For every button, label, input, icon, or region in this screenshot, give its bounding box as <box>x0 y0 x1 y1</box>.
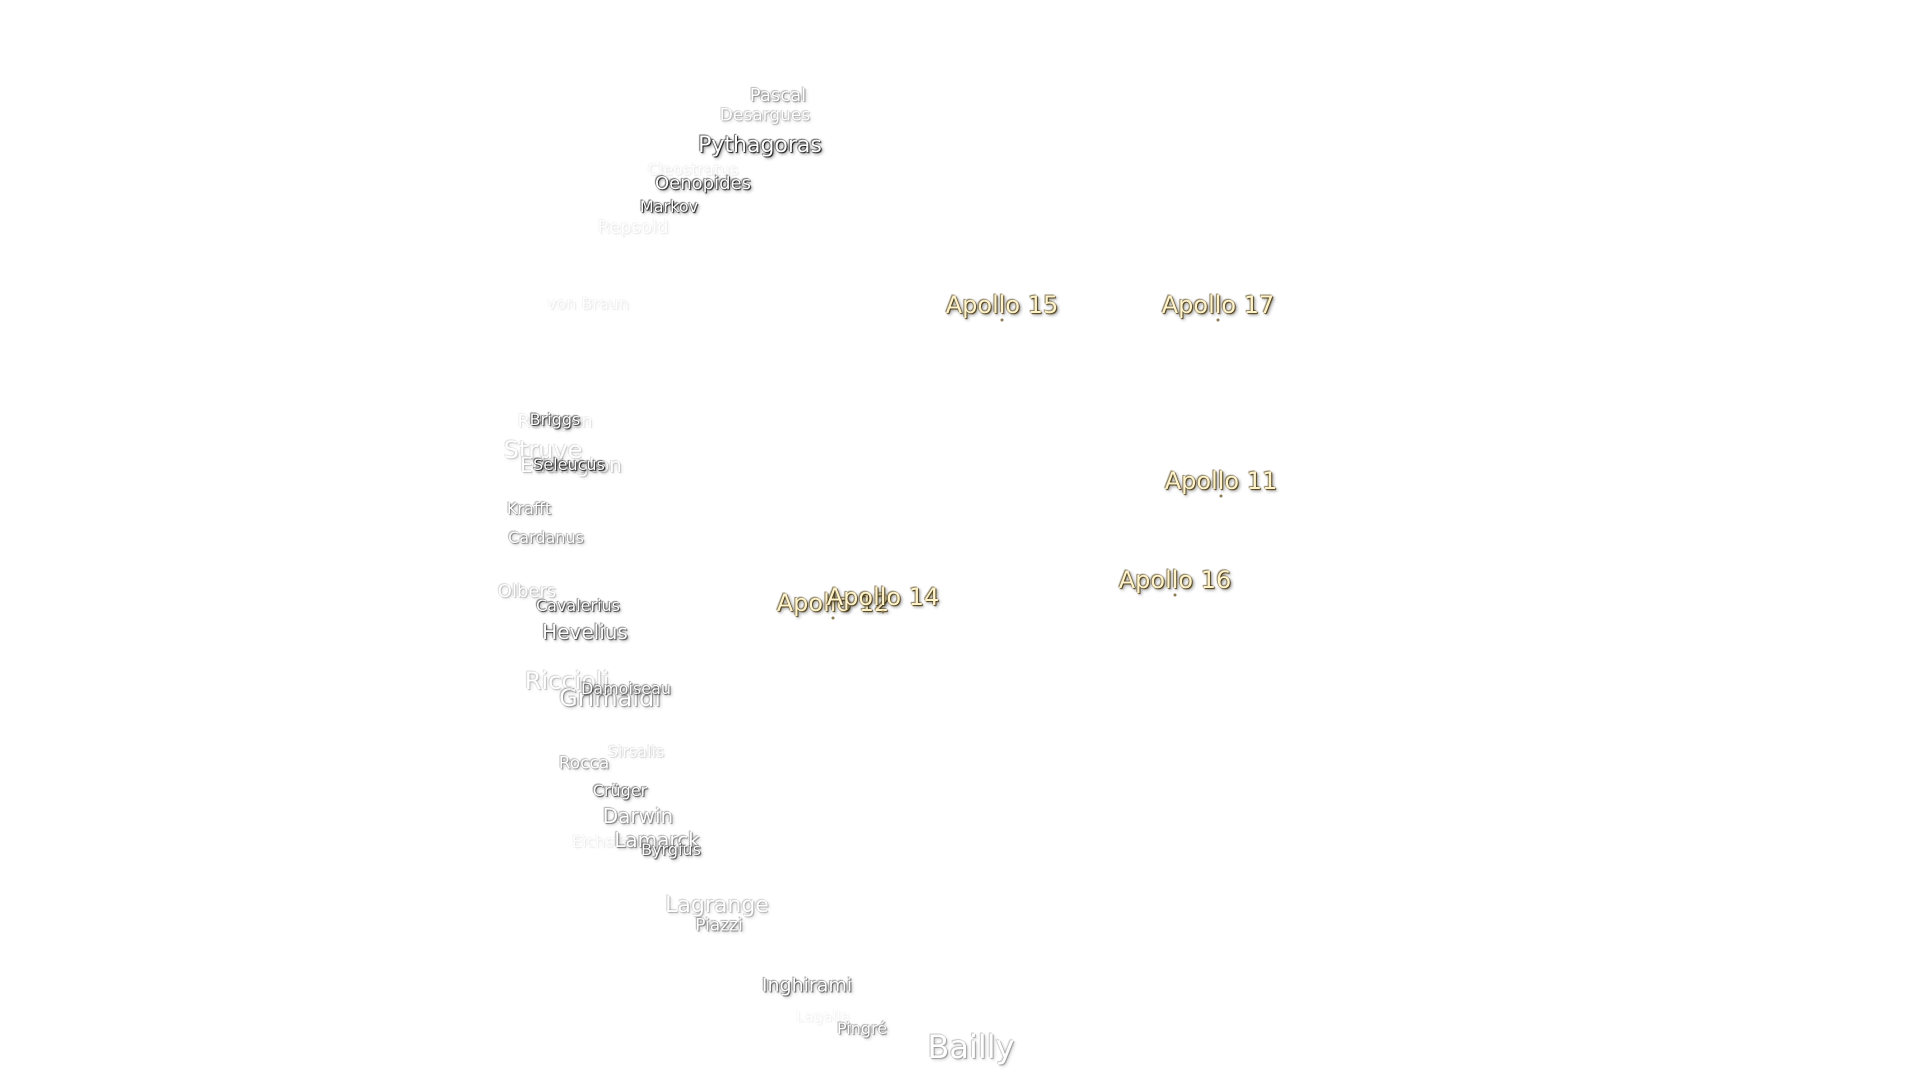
crater-label-pascal: Pascal <box>749 85 807 106</box>
landing-site-label-apollo-14[interactable]: Apollo 14 <box>826 583 940 611</box>
crater-label-struve: Struve <box>503 436 583 464</box>
crater-label-riccioli: Riccioli <box>524 667 610 695</box>
landing-site-marker-apollo-16[interactable] <box>1173 593 1177 597</box>
crater-label-bailly: Bailly <box>927 1028 1015 1066</box>
crater-label-inghirami: Inghirami <box>761 974 853 997</box>
crater-label-sirsalis: Sirsalis <box>607 742 665 761</box>
crater-label-lagalla: Lagalla <box>796 1007 850 1026</box>
crater-label-eddington: Eddington <box>520 453 622 477</box>
landing-site-label-apollo-16[interactable]: Apollo 16 <box>1118 566 1232 594</box>
crater-label-cleostratus: Cleostratus <box>647 160 739 179</box>
crater-label-cr-ger: Crüger <box>592 781 648 800</box>
crater-label-hevelius: Hevelius <box>542 620 628 644</box>
crater-label-damoiseau: Damoiseau <box>580 679 672 698</box>
crater-label-lamarck: Lamarck <box>614 828 700 852</box>
landing-site-marker-apollo-17[interactable] <box>1216 318 1220 322</box>
landing-site-marker-apollo-15[interactable] <box>1000 318 1004 322</box>
crater-label-rocca: Rocca <box>558 753 610 774</box>
crater-label-darwin: Darwin <box>602 804 674 828</box>
crater-label-pythagoras: Pythagoras <box>698 133 822 158</box>
crater-label-grimaldi: Grimaldi <box>559 684 661 712</box>
crater-label-repsold: Repsold <box>597 217 669 238</box>
crater-label-cavalerius: Cavalerius <box>535 596 621 615</box>
crater-label-cardanus: Cardanus <box>508 528 584 547</box>
crater-label-byrgius: Byrgius <box>641 840 701 859</box>
crater-label-lagrange: Lagrange <box>665 893 769 918</box>
crater-label-seleucus: Seleucus <box>533 455 605 474</box>
crater-label-r-ntgen: Röntgen <box>517 411 593 432</box>
landing-site-marker-apollo-14[interactable] <box>881 610 885 614</box>
crater-label-piazzi: Piazzi <box>695 915 743 936</box>
crater-label-pingr: Pingré <box>836 1019 888 1038</box>
crater-label-briggs: Briggs <box>529 410 581 429</box>
landing-site-label-apollo-17[interactable]: Apollo 17 <box>1161 291 1275 319</box>
crater-label-oenopides: Oenopides <box>655 173 751 194</box>
landing-site-label-apollo-15[interactable]: Apollo 15 <box>945 291 1059 319</box>
crater-label-eichstadt: Eichstadt <box>571 832 647 851</box>
crater-label-von-braun: von Braun <box>546 294 630 313</box>
landing-site-label-apollo-12[interactable]: Apollo 12 <box>776 589 890 617</box>
crater-label-markov: Markov <box>639 197 699 216</box>
crater-label-desargues: Desargues <box>719 105 811 126</box>
crater-label-krafft: Krafft <box>506 499 552 518</box>
landing-site-marker-apollo-12[interactable] <box>831 616 835 620</box>
landing-site-marker-apollo-11[interactable] <box>1219 494 1223 498</box>
crater-label-olbers: Olbers <box>497 581 557 602</box>
landing-site-label-apollo-11[interactable]: Apollo 11 <box>1164 467 1278 495</box>
